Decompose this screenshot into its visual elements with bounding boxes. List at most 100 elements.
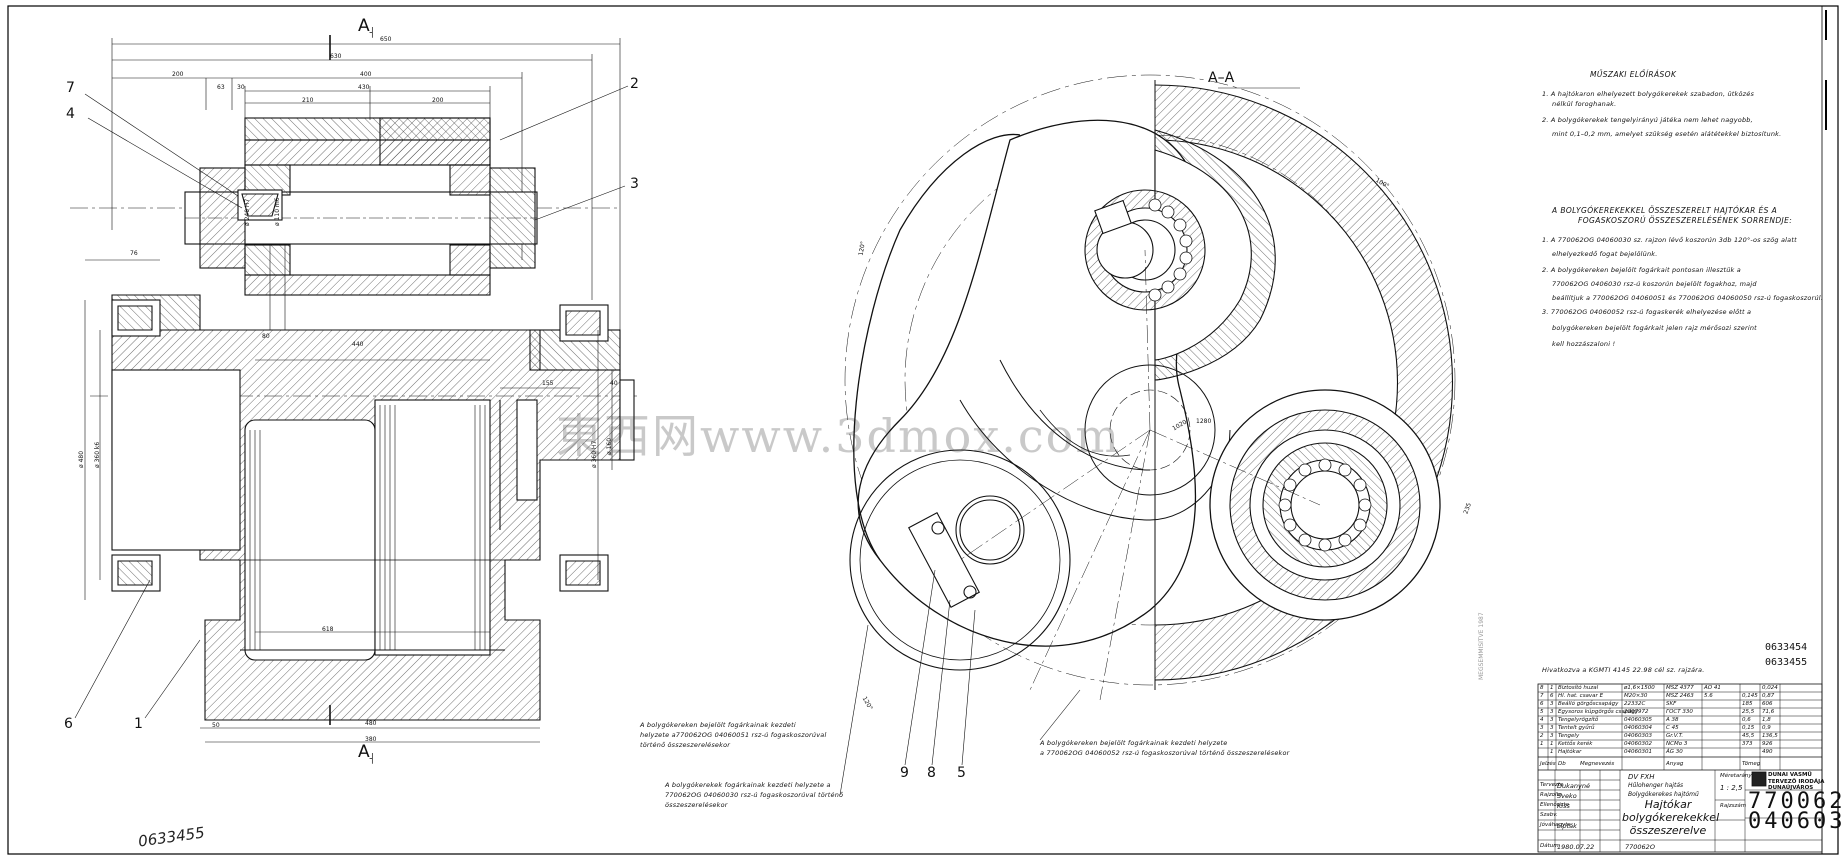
tb-drawing-no-bottom: 04060300	[1748, 809, 1846, 834]
bom-cell-pos: 2	[1540, 733, 1544, 739]
tb-scale: 1 : 2,5	[1720, 784, 1743, 792]
tb-name-2: Sveko	[1557, 792, 1577, 800]
bom-cell-size: 22332C	[1624, 701, 1646, 707]
bom-cell-qty: 1	[1550, 685, 1554, 691]
bom-cell-qty: 6	[1550, 693, 1554, 699]
assembly-note-line: bolygókereken bejelölt fogárkait jelen r…	[1552, 324, 1757, 332]
tech-note-line: mint 0,1–0,2 mm, amelyet szükség esetén …	[1552, 130, 1782, 138]
balloon-4: 4	[66, 106, 75, 122]
dim-40: 40	[610, 380, 618, 387]
tb-label-rajzolta: Rajzolta	[1540, 792, 1563, 798]
section-label-bottom: A┤	[358, 742, 376, 765]
bom-cell-size: 04060301	[1624, 749, 1652, 755]
bom-cell-mass: 1,8	[1762, 717, 1771, 723]
reference-note: Hivatkozva a KGMTI 4145 22.98 cél sz. ra…	[1542, 666, 1705, 674]
dim-200b: 200	[432, 97, 444, 104]
balloon-9: 9	[900, 765, 909, 781]
bom-cell-name: Kettős kerék	[1558, 741, 1593, 747]
tb-label-megnevezes: Megnevezés	[1580, 761, 1615, 767]
bom-cell-name: Biztosító huzal	[1558, 685, 1599, 691]
section-label-top: A┤	[358, 16, 376, 39]
bom-cell-qty: 3	[1550, 725, 1554, 731]
bom-cell-unit-mass: 0,145	[1742, 693, 1758, 699]
tb-label-meretarany: Méretarány	[1720, 773, 1752, 779]
bottom-note-2: A bolygókerekek fogárkainak kezdeti hely…	[665, 781, 844, 809]
bom-cell-standard: MSZ 4377	[1666, 685, 1694, 691]
tech-note-line: nélkül foroghanak.	[1552, 100, 1617, 108]
bottom-note-1: A bolygókereken bejelölt fogárkainak kez…	[640, 721, 827, 749]
dim-50: 50	[212, 722, 220, 729]
sheet-border	[7, 5, 1839, 855]
top-dimension-lines	[111, 38, 621, 330]
bom-cell-material: 5.6	[1704, 693, 1713, 699]
tech-note-line: 2. A bolygókerekek tengelyirányú játéka …	[1542, 116, 1753, 124]
bom-cell-qty: 3	[1550, 709, 1554, 715]
bom-cell-mass: 0,9	[1762, 725, 1771, 731]
bom-cell-size: M20×30	[1624, 693, 1648, 699]
tech-heading: MŰSZAKI ELŐÍRÁSOK	[1590, 70, 1677, 79]
tb-label-db: Db	[1558, 761, 1566, 767]
bom-cell-material: AO 41	[1704, 685, 1721, 691]
tb-name-1: Dukanyné	[1557, 782, 1590, 790]
roller-ring	[1278, 458, 1372, 552]
dim-650: 650	[380, 36, 392, 43]
bom-cell-standard: Gr.V.T.	[1666, 733, 1684, 739]
assembly-note-line: 2. A bolygókereken bejelölt fogárkait po…	[1542, 266, 1741, 274]
bom-cell-mass: 0,87	[1762, 693, 1775, 699]
tech-note-line: 1. A hajtókaron elhelyezett bolygókereke…	[1542, 90, 1755, 98]
tb-label-anyag: Anyag	[1666, 761, 1684, 767]
assembly-note-line: beállítjuk a 770062OG 04060051 és 770062…	[1552, 294, 1824, 302]
dim-630: 630	[330, 53, 342, 60]
tb-label-jelzes: Jelzés	[1540, 761, 1556, 767]
dim-1280: 1280	[1196, 418, 1212, 425]
balloon-7: 7	[66, 80, 75, 96]
assembly-note-line: kell hozzászaloni !	[1552, 340, 1616, 348]
bom-cell-size: 2007972	[1624, 709, 1649, 715]
dim-phi240: ø 240 H7	[244, 198, 251, 226]
balloon-6: 6	[64, 716, 73, 732]
watermark: 東西网www.3dmox.com	[556, 409, 1121, 463]
balloon-1: 1	[134, 716, 143, 732]
bom-cell-unit-mass: 0,15	[1742, 725, 1755, 731]
bom-cell-size: ø1,6×1500	[1624, 685, 1655, 691]
assembly-note-line: 3. 770062OG 04060052 rsz-ú fogaskerék el…	[1542, 308, 1752, 316]
bom-cell-mass: 71,6	[1762, 709, 1775, 715]
bom-cell-size: 04060302	[1624, 741, 1652, 747]
bom-cell-pos: 5	[1540, 709, 1544, 715]
bom-cell-name: Beálló görgőscsapágy	[1558, 701, 1619, 707]
bom-cell-mass: 926	[1762, 741, 1773, 747]
tb-name-4: Lipták	[1557, 822, 1577, 830]
bom-cell-name: Egysoros kúpgörgős csapágy	[1558, 709, 1639, 715]
bom-cell-qty: 3	[1550, 733, 1554, 739]
bom-cell-unit-mass: 25,5	[1742, 709, 1755, 715]
tb-label-ellenorizte: Ellenőrizte	[1540, 802, 1569, 808]
bom-cell-standard: MSZ 2463	[1666, 693, 1694, 699]
assembly-heading-2: FOGASKOSZORÚ ÖSSZESZERELÉSÉNEK SORRENDJE…	[1578, 216, 1793, 225]
bom-cell-pos: 6	[1540, 701, 1544, 707]
balloon-3: 3	[630, 176, 639, 192]
bom-cell-unit-mass: 0,6	[1742, 717, 1751, 723]
dim-80: 80	[262, 333, 270, 340]
tb-order-no: 770062O	[1625, 843, 1655, 851]
bom-cell-name: Tentelt gyűrű	[1558, 725, 1595, 731]
dim-phi360k6: ø 360 k6	[94, 441, 101, 468]
bom-cell-qty: 3	[1550, 701, 1554, 707]
archive-number-2: 0633455	[1765, 657, 1808, 668]
assembly-heading-1: A BOLYGÓKEREKEKKEL ÖSSZESZERELT HAJTÓKAR…	[1552, 206, 1778, 215]
dim-440: 440	[352, 341, 364, 348]
bom-cell-unit-mass: 45,5	[1742, 733, 1755, 739]
bom-cell-size: 04060305	[1624, 717, 1652, 723]
dim-430: 430	[358, 84, 370, 91]
bom-cell-pos: 4	[1540, 717, 1544, 723]
dim-phi110: ø 110 m6	[274, 197, 281, 226]
bom-cell-standard: ГОСТ 330	[1666, 709, 1693, 715]
left-section-view	[70, 35, 640, 743]
bom-cell-standard: ÁG 30	[1666, 749, 1683, 755]
tb-label-datum: Dátum	[1540, 843, 1559, 849]
dim-63: 63	[217, 84, 225, 91]
assembly-note-line: 770062OG 0406030 rsz-ú koszorún bejelölt…	[1552, 280, 1757, 288]
bom-cell-mass: 136,5	[1762, 733, 1778, 739]
bom-cell-pos: 8	[1540, 685, 1544, 691]
